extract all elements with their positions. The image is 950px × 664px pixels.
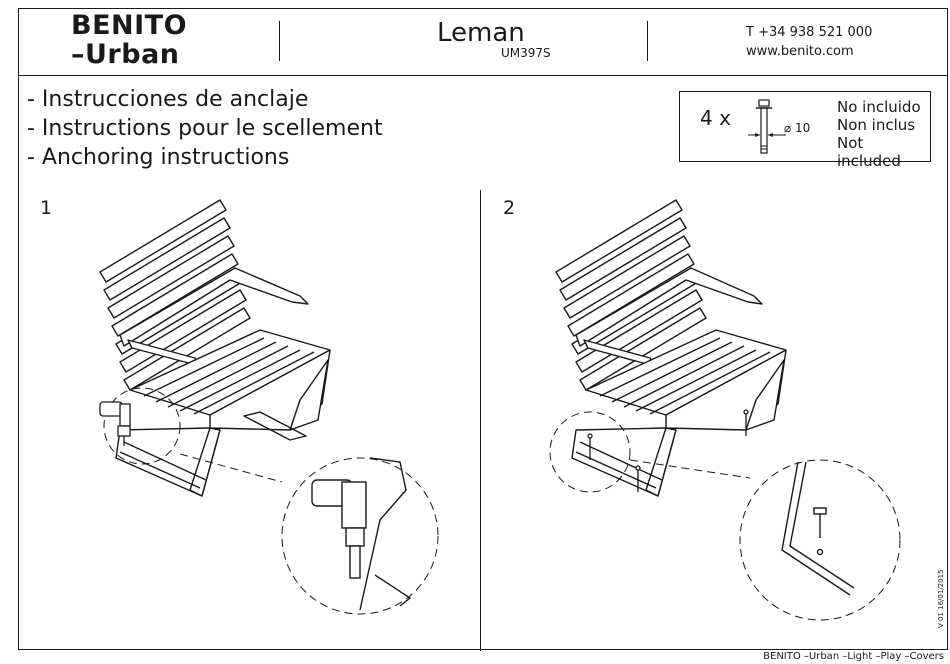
header-separator bbox=[279, 21, 281, 61]
product-code: UM397S bbox=[501, 46, 551, 60]
step-number-2: 2 bbox=[503, 197, 516, 219]
version-stamp: V 01 16/01/2015 bbox=[937, 569, 945, 629]
step-number-1: 1 bbox=[40, 197, 53, 219]
brand-line-2: –Urban bbox=[71, 39, 180, 70]
contact-info: T +34 938 521 000 www.benito.com bbox=[746, 23, 872, 61]
product-name: Leman bbox=[437, 18, 525, 48]
not-included-es: No incluido bbox=[837, 98, 921, 116]
anchor-bolt-icon bbox=[748, 99, 786, 154]
footer-brand-line: BENITO –Urban –Light –Play –Covers bbox=[763, 651, 944, 662]
header: BENITO –Urban Leman UM397S T +34 938 521… bbox=[19, 9, 947, 76]
step-divider bbox=[480, 190, 482, 651]
not-included-en: Not included bbox=[837, 134, 901, 170]
instruction-titles: - Instrucciones de anclaje - Instruction… bbox=[27, 85, 383, 172]
bench-illustration-step-2 bbox=[549, 199, 901, 621]
title-french: - Instructions pour le scellement bbox=[27, 116, 383, 141]
brand-line-1: BENITO bbox=[71, 10, 188, 41]
phone-number: T +34 938 521 000 bbox=[746, 25, 873, 40]
instruction-sheet: BENITO –Urban Leman UM397S T +34 938 521… bbox=[18, 8, 948, 651]
title-english: - Anchoring instructions bbox=[27, 145, 290, 170]
bolt-diameter: ⌀ 10 bbox=[784, 121, 811, 135]
header-separator bbox=[647, 21, 649, 61]
bench-illustration-step-1 bbox=[99, 199, 439, 615]
brand-logo: BENITO –Urban bbox=[71, 11, 187, 69]
website: www.benito.com bbox=[746, 44, 854, 59]
not-included-fr: Non inclus bbox=[837, 116, 916, 134]
bolt-quantity: 4 x bbox=[700, 106, 731, 130]
title-spanish: - Instrucciones de anclaje bbox=[27, 87, 309, 112]
not-included-box: 4 x ⌀ 10 No incluido Non inclus Not incl… bbox=[679, 91, 931, 170]
not-included-text: No incluido Non inclus Not included bbox=[837, 98, 930, 170]
